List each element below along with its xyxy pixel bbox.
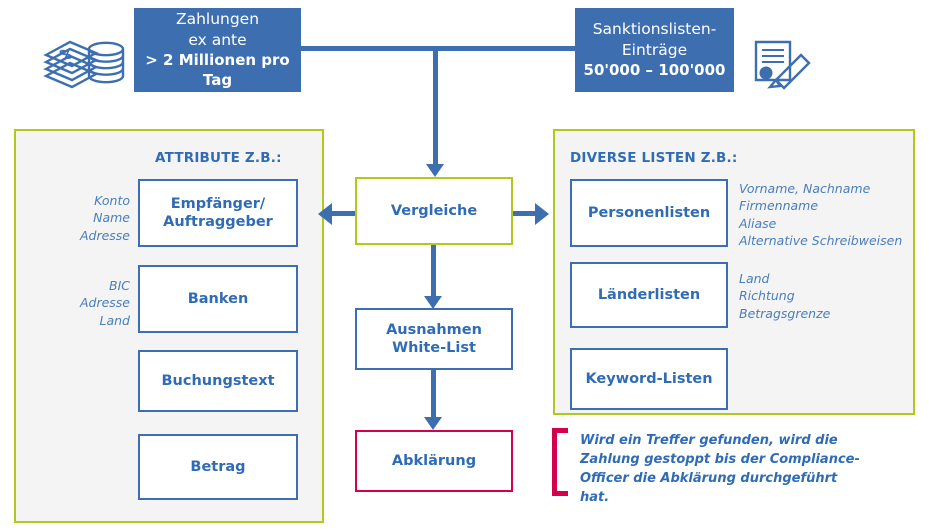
attribute-labels-1: Konto Name Adresse (79, 193, 130, 243)
attribute-box-betrag[interactable]: Betrag (138, 434, 298, 500)
arrow-down-to-abklaerung (424, 417, 442, 430)
banknotes-and-coins-icon (40, 32, 132, 94)
arrow-down-to-vergleiche (426, 164, 444, 177)
list-labels-1: Vorname, Nachname Firmenname Aliase Alte… (739, 181, 903, 248)
center-box-vergleiche[interactable]: Vergleiche (355, 177, 513, 245)
payments-box: Zahlungen ex ante > 2 Millionen pro Tag (134, 8, 301, 92)
attributes-panel-title: ATTRIBUTE Z.B.: (155, 150, 282, 166)
attribute-labels-2: BIC Adresse Land (79, 278, 130, 328)
note-bracket-icon (552, 428, 568, 496)
sanctions-line-3: 50'000 – 100'000 (583, 61, 726, 80)
payments-line-2: ex ante (188, 30, 247, 49)
connector-vergleiche-to-ausnahmen (431, 245, 436, 299)
connector-top-horizontal (300, 46, 576, 51)
list-labels-2: Land Richtung Betragsgrenze (739, 271, 831, 321)
center-box-abklaerung[interactable]: Abklärung (355, 430, 513, 492)
sanctions-line-1: Sanktionslisten- (592, 20, 717, 39)
list-box-laenderlisten[interactable]: Länderlisten (570, 262, 728, 328)
signed-document-icon (748, 36, 820, 98)
arrow-right-to-lists (535, 203, 549, 225)
lists-panel-title: DIVERSE LISTEN Z.B.: (570, 150, 738, 166)
connector-ausnahmen-to-abklaerung (431, 370, 436, 420)
sanctions-box: Sanktionslisten- Einträge 50'000 – 100'0… (575, 8, 734, 92)
arrow-left-to-attributes (318, 203, 332, 225)
payments-line-3: > 2 Millionen pro Tag (145, 51, 290, 89)
note-text: Wird ein Treffer gefunden, wird die Zahl… (580, 433, 860, 505)
connector-vergleiche-right (512, 211, 536, 216)
sanctions-line-2: Einträge (621, 40, 688, 59)
attribute-box-buchungstext[interactable]: Buchungstext (138, 350, 298, 412)
center-box-ausnahmen-white-list[interactable]: Ausnahmen White-List (355, 308, 513, 370)
list-box-personenlisten[interactable]: Personenlisten (570, 179, 728, 247)
attribute-box-banken[interactable]: Banken (138, 265, 298, 333)
list-box-keyword-listen[interactable]: Keyword-Listen (570, 348, 728, 410)
payments-line-1: Zahlungen (175, 10, 260, 29)
arrow-down-to-ausnahmen (424, 296, 442, 309)
connector-vergleiche-left (332, 211, 356, 216)
connector-center-vertical-top (433, 46, 438, 166)
attribute-box-empfaenger-auftraggeber[interactable]: Empfänger/ Auftraggeber (138, 179, 298, 247)
